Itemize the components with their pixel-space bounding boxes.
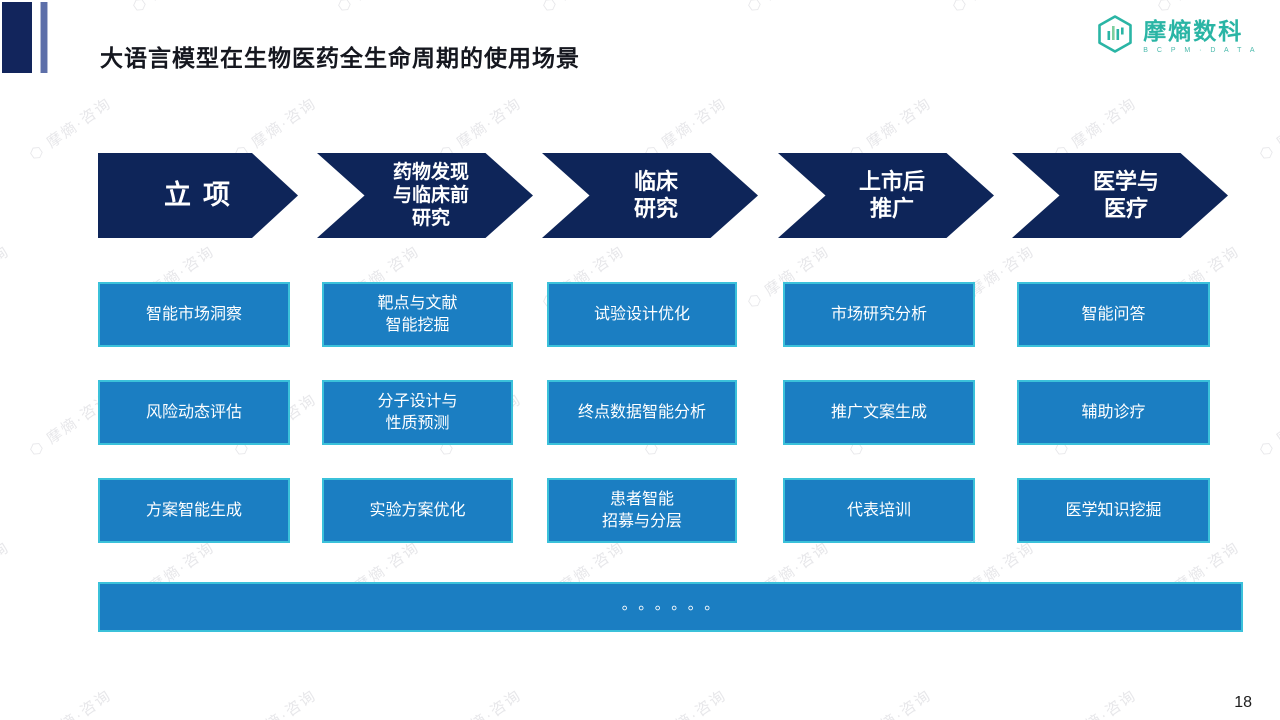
page-title: 大语言模型在生物医药全生命周期的使用场景 — [100, 46, 580, 72]
scenario-box: 分子设计与 性质预测 — [322, 380, 513, 445]
stage-arrow: 医学与 医疗 — [1012, 153, 1228, 238]
scenario-box: 代表培训 — [783, 478, 975, 543]
stage-column-5: 医学与 医疗 智能问答 辅助诊疗 医学知识挖掘 — [1012, 0, 1228, 720]
logo-hexagon-icon — [1095, 14, 1135, 59]
title-accent-bar — [40, 2, 48, 73]
scenario-box: 靶点与文献 智能挖掘 — [322, 282, 513, 347]
stage-column-1: 立项 智能市场洞察 风险动态评估 方案智能生成 — [98, 0, 298, 720]
stage-arrow: 药物发现 与临床前 研究 — [317, 153, 533, 238]
stage-arrow-label: 医学与 医疗 — [1092, 168, 1159, 221]
scenario-box: 实验方案优化 — [322, 478, 513, 543]
stage-arrow: 临床 研究 — [542, 153, 758, 238]
scenario-box: 市场研究分析 — [783, 282, 975, 347]
stage-column-4: 上市后 推广 市场研究分析 推广文案生成 代表培训 — [778, 0, 994, 720]
scenario-box: 智能市场洞察 — [98, 282, 290, 347]
scenario-box: 患者智能 招募与分层 — [547, 478, 737, 543]
scenario-box: 智能问答 — [1017, 282, 1210, 347]
scenario-box: 医学知识挖掘 — [1017, 478, 1210, 543]
stage-column-3: 临床 研究 试验设计优化 终点数据智能分析 患者智能 招募与分层 — [542, 0, 758, 720]
ellipsis-dots: 。。。。。。 — [621, 596, 729, 613]
stage-arrow: 立项 — [98, 153, 298, 238]
logo-subtitle: B C P M · D A T A — [1143, 46, 1258, 54]
stage-arrow: 上市后 推广 — [778, 153, 994, 238]
stage-arrow-label: 临床 研究 — [633, 168, 678, 221]
page-number: 18 — [1234, 694, 1252, 711]
scenario-box: 风险动态评估 — [98, 380, 290, 445]
more-scenarios-bar: 。。。。。。 — [98, 582, 1243, 632]
stage-column-2: 药物发现 与临床前 研究 靶点与文献 智能挖掘 分子设计与 性质预测 实验方案优… — [317, 0, 533, 720]
stage-arrow-label: 立项 — [164, 180, 242, 211]
logo: 摩熵数科 B C P M · D A T A — [1095, 14, 1258, 59]
scenario-box: 试验设计优化 — [547, 282, 737, 347]
scenario-box: 推广文案生成 — [783, 380, 975, 445]
title-accent-block — [2, 2, 32, 73]
stage-arrow-label: 药物发现 与临床前 研究 — [392, 161, 469, 230]
logo-name: 摩熵数科 — [1143, 17, 1244, 44]
stage-arrow-label: 上市后 推广 — [858, 168, 925, 221]
scenario-box: 辅助诊疗 — [1017, 380, 1210, 445]
scenario-box: 终点数据智能分析 — [547, 380, 737, 445]
scenario-box: 方案智能生成 — [98, 478, 290, 543]
